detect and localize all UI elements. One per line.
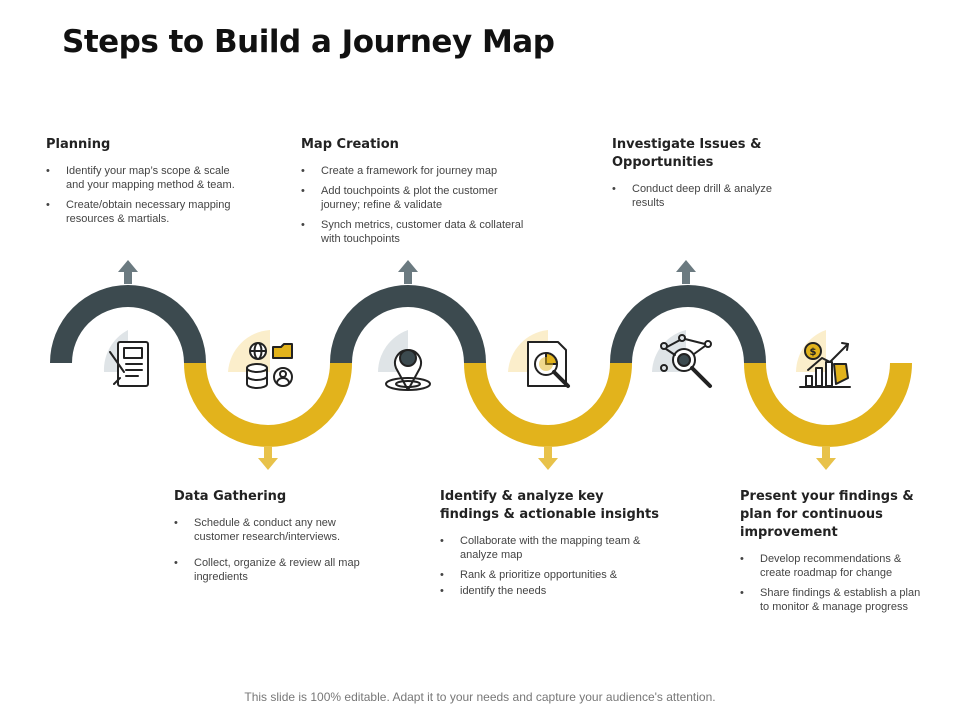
step-map-creation: Map Creation Create a framework for jour… xyxy=(301,136,531,252)
arrow-down-data-icon xyxy=(258,446,278,470)
step-title: Identify & analyze key findings & action… xyxy=(440,489,659,522)
step-bullet: Conduct deep drill & analyze results xyxy=(612,182,782,210)
arc-identify xyxy=(464,362,632,447)
step-bullet: Rank & prioritize opportunities & xyxy=(440,568,665,582)
up-arrows xyxy=(118,260,696,284)
step-bullet: Develop recommendations & create roadmap… xyxy=(740,552,930,580)
arc-investigate xyxy=(610,285,766,364)
step-bullet: Schedule & conduct any new customer rese… xyxy=(174,516,374,544)
arrow-down-present-icon xyxy=(816,446,836,470)
step-bullet: Add touchpoints & plot the customer jour… xyxy=(301,184,531,212)
arrow-down-identify-icon xyxy=(538,446,558,470)
arrow-up-map-icon xyxy=(398,260,418,284)
step-investigate: Investigate Issues & Opportunities Condu… xyxy=(612,136,782,216)
network-search-icon xyxy=(660,334,712,388)
step-title: Planning xyxy=(46,137,111,152)
arc-data-gathering xyxy=(184,362,352,447)
step-bullet: Collect, organize & review all map ingre… xyxy=(174,556,374,584)
step-bullet: identify the needs xyxy=(440,584,665,598)
step-bullet: Identify your map’s scope & scale and yo… xyxy=(46,164,236,192)
arrow-up-planning-icon xyxy=(118,260,138,284)
location-pin-icon xyxy=(385,349,431,391)
step-planning: Planning Identify your map’s scope & sca… xyxy=(46,136,236,232)
step-title: Data Gathering xyxy=(174,489,287,504)
step-title: Present your findings & plan for continu… xyxy=(740,489,914,540)
growth-chart-icon: $ xyxy=(799,342,851,388)
down-arrows xyxy=(258,446,836,470)
svg-text:$: $ xyxy=(810,347,817,358)
report-magnifier-icon xyxy=(527,341,570,388)
arc-map-creation xyxy=(330,285,486,364)
arc-present xyxy=(744,362,912,447)
step-data-gathering: Data Gathering Schedule & conduct any ne… xyxy=(174,488,374,590)
step-bullet: Create a framework for journey map xyxy=(301,164,531,178)
arc-planning xyxy=(50,285,206,364)
step-title: Map Creation xyxy=(301,137,399,152)
step-bullet: Collaborate with the mapping team & anal… xyxy=(440,534,665,562)
step-bullet: Create/obtain necessary mapping resource… xyxy=(46,198,236,226)
footer-note: This slide is 100% editable. Adapt it to… xyxy=(244,690,716,704)
database-icon xyxy=(246,342,293,389)
checklist-icon xyxy=(109,341,149,387)
arrow-up-investigate-icon xyxy=(676,260,696,284)
step-title: Investigate Issues & Opportunities xyxy=(612,137,762,170)
step-present-findings: Present your findings & plan for continu… xyxy=(740,488,930,620)
step-identify-findings: Identify & analyze key findings & action… xyxy=(440,488,665,604)
step-bullet: Synch metrics, customer data & collatera… xyxy=(301,218,531,246)
step-bullet: Share findings & establish a plan to mon… xyxy=(740,586,930,614)
page-title: Steps to Build a Journey Map xyxy=(62,24,555,60)
